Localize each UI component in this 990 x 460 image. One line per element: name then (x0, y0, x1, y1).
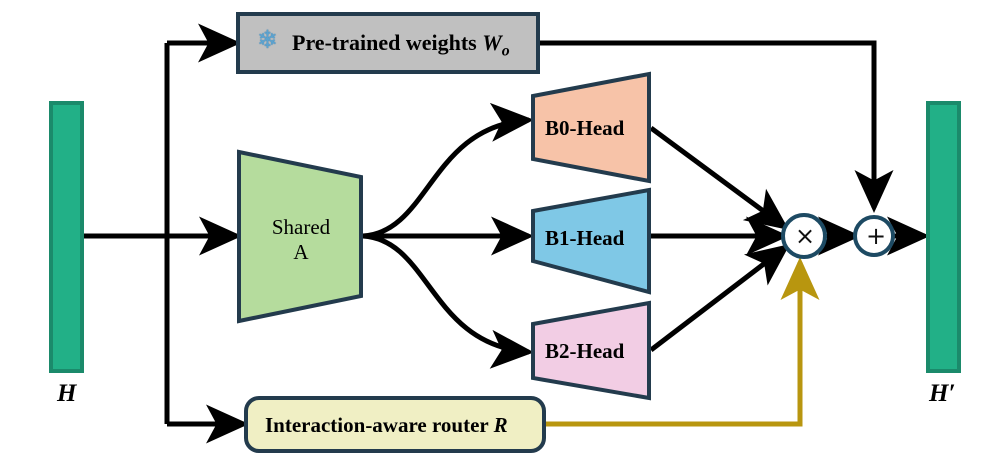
router-box[interactable] (244, 396, 546, 453)
input-tensor-bar (49, 101, 84, 373)
b1-head-block[interactable] (531, 187, 651, 295)
output-tensor-bar (926, 101, 961, 373)
multiply-glyph: × (795, 222, 816, 250)
shared-a-block[interactable] (237, 149, 363, 324)
snowflake-icon: ❄ (257, 27, 278, 54)
edge-sharedA-to-b0 (362, 102, 534, 239)
b0-head-block[interactable] (531, 71, 651, 184)
pretrained-weights-box[interactable] (236, 12, 540, 74)
edge-sharedA-to-b2 (362, 233, 534, 369)
add-operator[interactable] (853, 215, 895, 257)
edge-b2-to-multiply (649, 243, 790, 352)
b2-head-block[interactable] (531, 300, 651, 401)
multiply-operator[interactable] (781, 213, 827, 259)
edge-router-to-multiply (544, 256, 820, 427)
edge-b0-to-multiply (649, 125, 790, 230)
add-glyph: + (866, 222, 887, 250)
edge-pretrained-to-add (538, 40, 894, 214)
